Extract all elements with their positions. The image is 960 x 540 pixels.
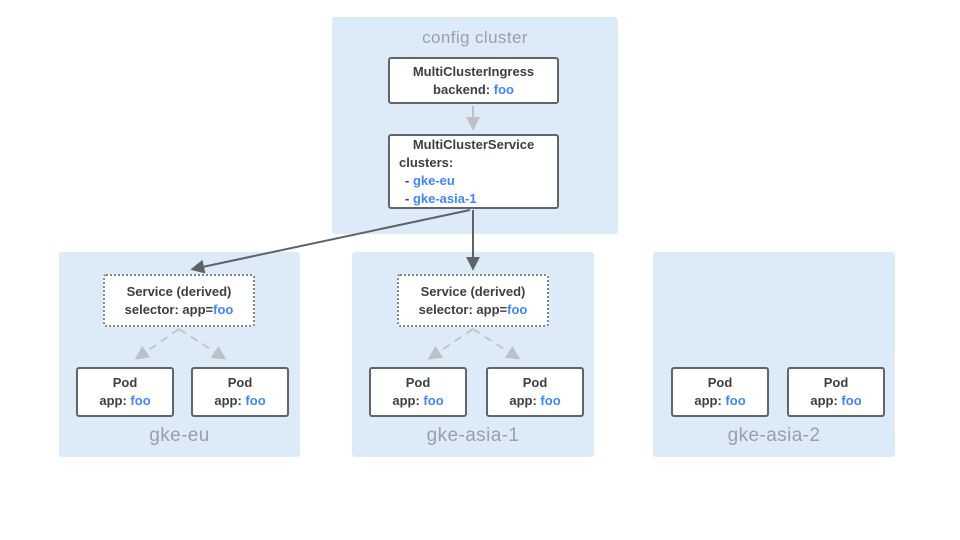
pod-app-value: foo xyxy=(540,393,561,408)
clusters-list-label: clusters: xyxy=(399,154,454,170)
pod-app-line: app: foo xyxy=(509,393,561,408)
service-derived-title: Service (derived) xyxy=(420,283,526,299)
service-selector-line: selector: app=foo xyxy=(418,301,528,317)
pod-app-value: foo xyxy=(841,393,862,408)
clusters-list-item: - gke-eu xyxy=(405,172,455,188)
multi-cluster-ingress-backend-line: backend: foo xyxy=(433,81,514,97)
pod-box-gke-eu-1: Pod app: foo xyxy=(76,367,174,417)
service-derived-title: Service (derived) xyxy=(126,283,232,299)
service-selector-line: selector: app=foo xyxy=(124,301,234,317)
pod-title: Pod xyxy=(227,375,253,390)
cluster-ref-gke-eu: gke-eu xyxy=(412,172,455,188)
cluster-label-gke-asia-1: gke-asia-1 xyxy=(426,425,520,446)
pod-title: Pod xyxy=(707,375,733,390)
selector-value: foo xyxy=(213,301,234,317)
multi-cluster-service-box: MultiClusterService clusters: - gke-eu -… xyxy=(388,134,559,209)
multi-cluster-ingress-title: MultiClusterIngress xyxy=(412,63,535,79)
pod-app-value: foo xyxy=(130,393,151,408)
pod-title: Pod xyxy=(522,375,548,390)
multi-cluster-ingress-box: MultiClusterIngress backend: foo xyxy=(388,57,559,104)
pod-box-gke-asia-1-1: Pod app: foo xyxy=(369,367,467,417)
pod-app-line: app: foo xyxy=(99,393,151,408)
pod-app-line: app: foo xyxy=(694,393,746,408)
backend-value: foo xyxy=(493,81,514,97)
pod-box-gke-asia-2-2: Pod app: foo xyxy=(787,367,885,417)
pod-app-line: app: foo xyxy=(214,393,266,408)
pod-app-line: app: foo xyxy=(392,393,444,408)
selector-value: foo xyxy=(507,301,528,317)
pod-app-value: foo xyxy=(725,393,746,408)
cluster-ref-gke-asia-1: gke-asia-1 xyxy=(412,190,477,206)
cluster-panel-gke-asia-2: gke-asia-2 xyxy=(653,252,895,457)
multi-cluster-service-title: MultiClusterService xyxy=(412,136,535,152)
pod-app-value: foo xyxy=(245,393,266,408)
cluster-label-gke-eu: gke-eu xyxy=(149,425,210,446)
pod-box-gke-asia-2-1: Pod app: foo xyxy=(671,367,769,417)
clusters-list-item: - gke-asia-1 xyxy=(405,190,477,206)
pod-title: Pod xyxy=(112,375,138,390)
pod-app-line: app: foo xyxy=(810,393,862,408)
service-derived-box-gke-eu: Service (derived) selector: app=foo xyxy=(103,274,255,327)
config-cluster-label: config cluster xyxy=(422,28,528,47)
pod-box-gke-eu-2: Pod app: foo xyxy=(191,367,289,417)
pod-title: Pod xyxy=(405,375,431,390)
pod-box-gke-asia-1-2: Pod app: foo xyxy=(486,367,584,417)
cluster-panel-gke-asia-1: gke-asia-1 xyxy=(352,252,594,457)
pod-title: Pod xyxy=(823,375,849,390)
cluster-label-gke-asia-2: gke-asia-2 xyxy=(727,425,821,446)
service-derived-box-gke-asia-1: Service (derived) selector: app=foo xyxy=(397,274,549,327)
pod-app-value: foo xyxy=(423,393,444,408)
